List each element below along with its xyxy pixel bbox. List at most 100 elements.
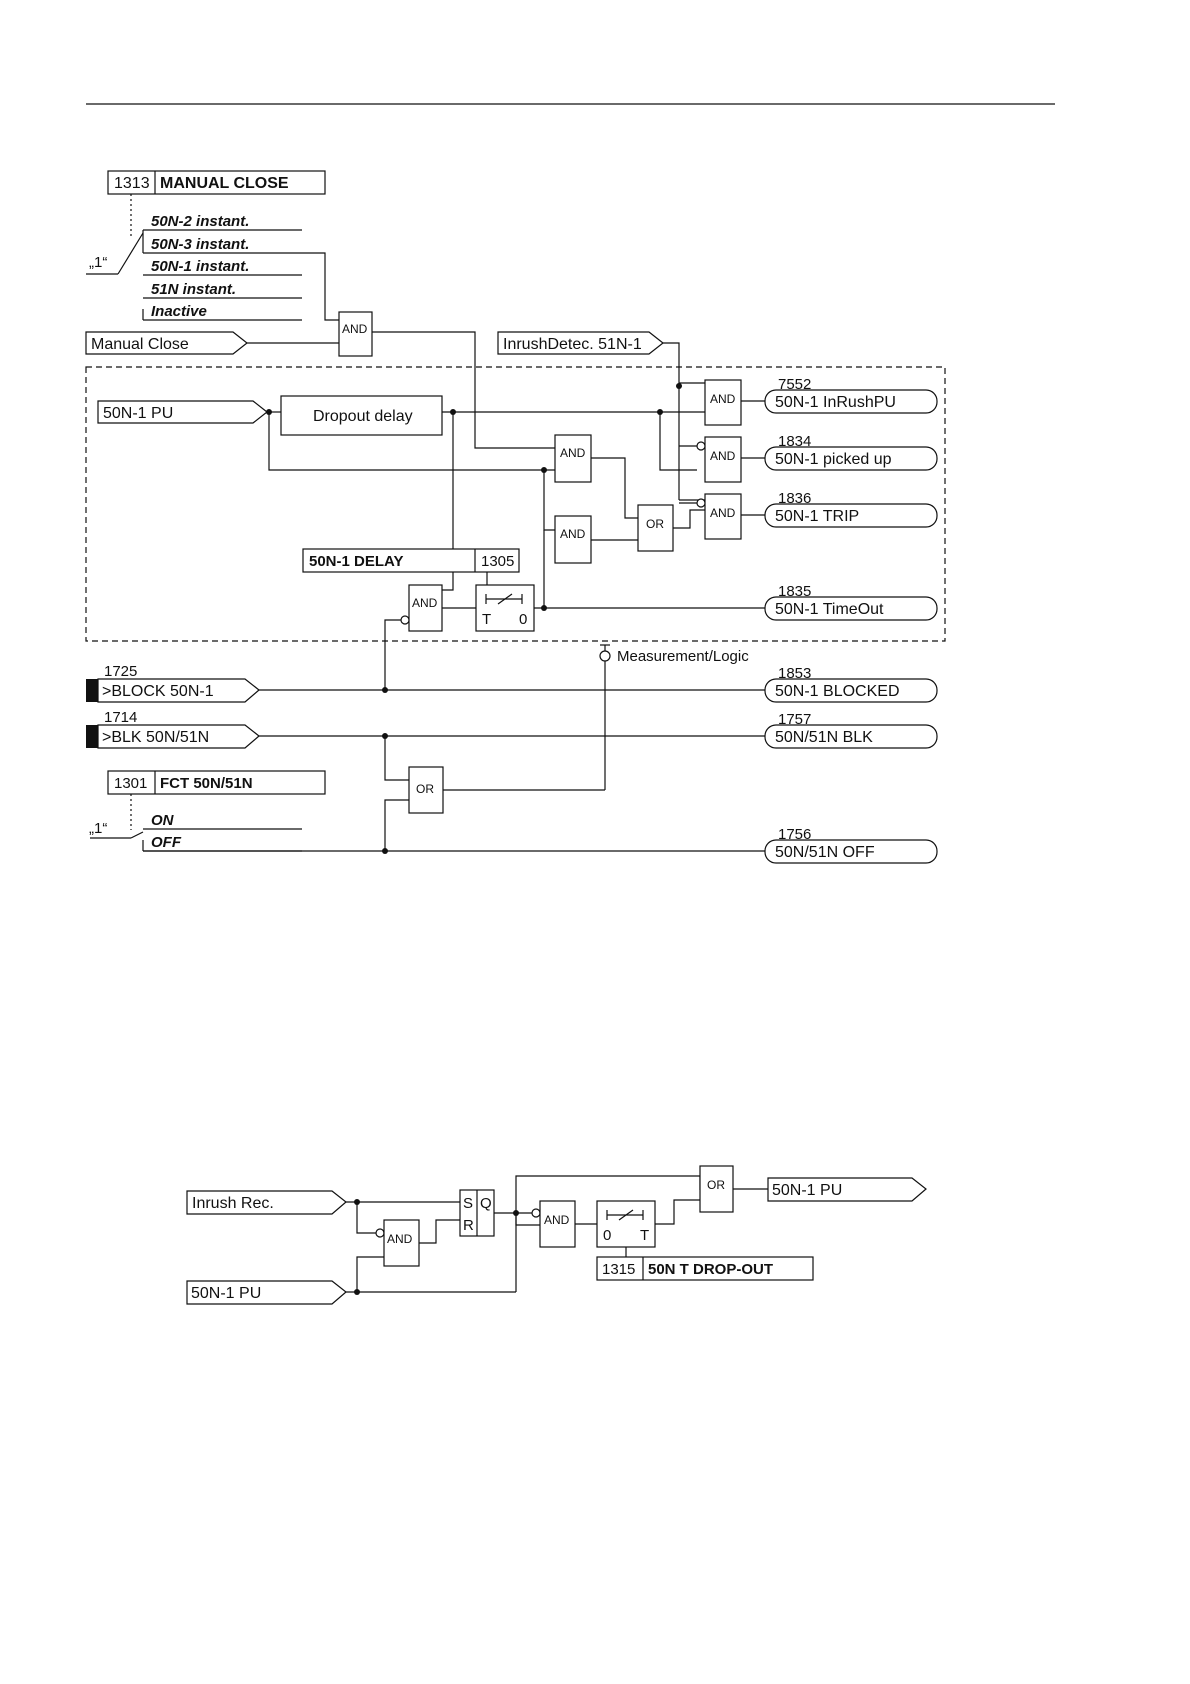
- dropout-delay-label: Dropout delay: [313, 408, 413, 425]
- svg-text:1757: 1757: [778, 711, 811, 728]
- param-50n1-delay-number: 1305: [481, 553, 514, 570]
- svg-text:0: 0: [603, 1227, 611, 1244]
- svg-text:S: S: [463, 1195, 473, 1212]
- param-manual-close: 1313 MANUAL CLOSE: [107, 170, 326, 195]
- param-50n-t-dropout: 1315 50N T DROP-OUT: [596, 1256, 814, 1281]
- output-blk: 1757 50N/51N BLK: [764, 711, 938, 749]
- manual-close-selector: „1“ 50N-2 instant. 50N-3 instant. 50N-1 …: [86, 213, 302, 321]
- and-gate-reset: AND: [383, 1219, 420, 1267]
- svg-text:50N/51N OFF: 50N/51N OFF: [775, 844, 875, 861]
- input-manual-close: Manual Close: [85, 331, 248, 355]
- output-50n1-pu-dropout: 50N-1 PU: [767, 1177, 927, 1202]
- option-50n2-instant: 50N-2 instant.: [151, 213, 249, 230]
- and-gate-lower: AND: [554, 515, 592, 564]
- input-block-50n1-label: >BLOCK 50N-1: [102, 683, 214, 700]
- svg-text:OR: OR: [416, 782, 434, 796]
- input-50n1-pu-label: 50N-1 PU: [103, 405, 173, 422]
- svg-text:1756: 1756: [778, 826, 811, 843]
- output-inrush-pu: 7552 50N-1 InRushPU: [764, 376, 938, 414]
- dropout-delay-block: Dropout delay: [280, 395, 443, 436]
- fct-selector: „1“ ON OFF: [89, 812, 302, 852]
- input-blk-number: 1714: [104, 709, 137, 726]
- param-50n1-delay: 50N-1 DELAY 1305: [302, 548, 520, 573]
- svg-text:0: 0: [519, 611, 527, 628]
- svg-text:AND: AND: [710, 506, 736, 520]
- and-gate-upper: AND: [554, 434, 592, 483]
- param-manual-close-name: MANUAL CLOSE: [160, 175, 289, 192]
- param-fct-50n-51n: 1301 FCT 50N/51N: [107, 770, 326, 795]
- svg-text:OR: OR: [707, 1178, 725, 1192]
- output-timeout: 1835 50N-1 TimeOut: [764, 583, 938, 621]
- input-blk-label: >BLK 50N/51N: [102, 729, 209, 746]
- svg-text:AND: AND: [544, 1213, 570, 1227]
- and-gate-inrush-pu: AND: [704, 379, 742, 426]
- svg-text:50N-1 TRIP: 50N-1 TRIP: [775, 508, 859, 525]
- svg-text:Q: Q: [480, 1195, 492, 1212]
- input-50n1-pu-dropout-label: 50N-1 PU: [191, 1285, 261, 1302]
- timer-t-0: T 0: [475, 584, 535, 632]
- and-gate-trip: AND: [704, 493, 742, 540]
- svg-text:AND: AND: [560, 527, 586, 541]
- input-manual-close-label: Manual Close: [91, 336, 189, 353]
- output-picked-up: 1834 50N-1 picked up: [764, 433, 938, 471]
- fct-option-on: ON: [151, 812, 175, 829]
- and-gate-picked-up: AND: [704, 436, 742, 483]
- input-inrush-detect-label: InrushDetec. 51N-1: [503, 336, 642, 353]
- svg-text:T: T: [640, 1227, 649, 1244]
- and-gate-manual-close: AND: [338, 311, 373, 357]
- option-50n1-instant: 50N-1 instant.: [151, 258, 249, 275]
- input-block-50n1-number: 1725: [104, 663, 137, 680]
- svg-text:50N/51N BLK: 50N/51N BLK: [775, 729, 873, 746]
- option-51n-instant: 51N instant.: [151, 281, 236, 298]
- svg-text:AND: AND: [560, 446, 586, 460]
- option-inactive: Inactive: [151, 303, 207, 320]
- output-50n1-pu-dropout-label: 50N-1 PU: [772, 1182, 842, 1199]
- svg-text:50N-1 BLOCKED: 50N-1 BLOCKED: [775, 683, 900, 700]
- svg-text:T: T: [482, 611, 491, 628]
- param-manual-close-number: 1313: [114, 175, 150, 192]
- input-inrush-detect: InrushDetec. 51N-1: [497, 331, 664, 355]
- param-fct-name: FCT 50N/51N: [160, 775, 253, 792]
- svg-text:AND: AND: [710, 449, 736, 463]
- param-dropout-number: 1315: [602, 1261, 635, 1278]
- svg-text:7552: 7552: [778, 376, 811, 393]
- svg-text:AND: AND: [387, 1232, 413, 1246]
- svg-text:50N-1 picked up: 50N-1 picked up: [775, 451, 892, 468]
- manual-close-selector-label: „1“: [89, 254, 107, 271]
- measurement-logic-region: [85, 366, 946, 642]
- fct-selector-label: „1“: [89, 820, 107, 837]
- and-gate-delay: AND: [408, 584, 443, 632]
- and-gate-dropout: AND: [539, 1200, 576, 1248]
- svg-text:AND: AND: [710, 392, 736, 406]
- svg-text:50N-1 TimeOut: 50N-1 TimeOut: [775, 601, 884, 618]
- or-gate-blocked: OR: [408, 766, 444, 814]
- input-50n1-pu-dropout: 50N-1 PU: [186, 1280, 347, 1305]
- param-50n1-delay-name: 50N-1 DELAY: [309, 553, 403, 570]
- or-gate-trip: OR: [637, 504, 674, 552]
- svg-text:1835: 1835: [778, 583, 811, 600]
- svg-text:50N-1 InRushPU: 50N-1 InRushPU: [775, 394, 896, 411]
- timer-0-t: 0 T: [596, 1200, 656, 1248]
- fct-option-off: OFF: [151, 834, 182, 851]
- option-50n3-instant: 50N-3 instant.: [151, 236, 249, 253]
- svg-text:AND: AND: [412, 596, 438, 610]
- sr-flipflop: S R Q: [459, 1189, 495, 1237]
- param-dropout-name: 50N T DROP-OUT: [648, 1261, 773, 1278]
- svg-text:1853: 1853: [778, 665, 811, 682]
- input-inrush-rec: Inrush Rec.: [186, 1190, 347, 1215]
- svg-text:AND: AND: [342, 322, 368, 336]
- svg-text:R: R: [463, 1217, 474, 1234]
- svg-text:1836: 1836: [778, 490, 811, 507]
- svg-text:OR: OR: [646, 517, 664, 531]
- output-trip: 1836 50N-1 TRIP: [764, 490, 938, 528]
- or-gate-output: OR: [699, 1165, 734, 1213]
- output-off: 1756 50N/51N OFF: [764, 826, 938, 864]
- svg-text:1834: 1834: [778, 433, 811, 450]
- param-fct-number: 1301: [114, 775, 147, 792]
- input-50n1-pu: 50N-1 PU: [97, 400, 268, 424]
- input-block-50n1: 1725 >BLOCK 50N-1: [86, 663, 260, 703]
- output-blocked: 1853 50N-1 BLOCKED: [764, 665, 938, 703]
- measurement-logic-label: Measurement/Logic: [617, 648, 749, 665]
- input-blk-50n-51n: 1714 >BLK 50N/51N: [86, 709, 260, 749]
